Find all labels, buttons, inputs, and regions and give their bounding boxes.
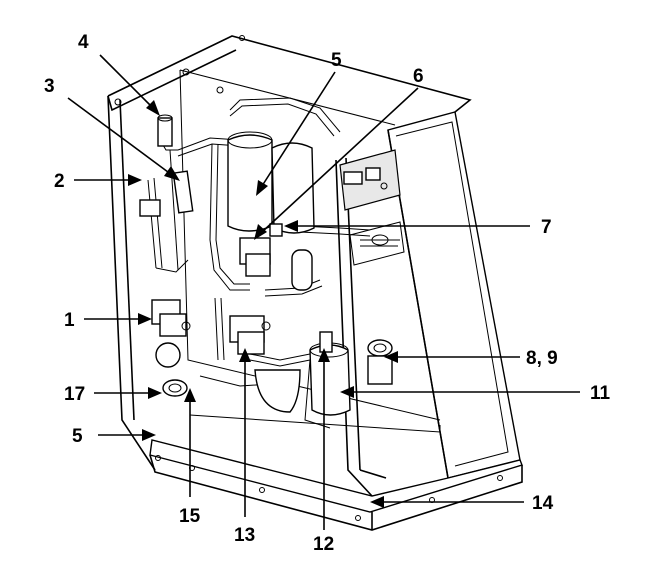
callout-7: 7: [541, 217, 552, 238]
callout-11: 11: [590, 383, 611, 404]
callout-8-9: 8, 9: [526, 348, 558, 369]
left-panel-components: [139, 114, 194, 397]
arrowhead-7: [284, 220, 298, 232]
arrowhead-13: [239, 348, 251, 362]
arrowhead-11: [340, 386, 354, 398]
arrowhead-4: [146, 100, 160, 116]
arrowhead-17: [148, 387, 162, 399]
arrowhead-3: [164, 166, 180, 181]
callout-12: 12: [313, 534, 334, 555]
cabinet-frame: [107, 35, 523, 531]
callout-14: 14: [532, 493, 554, 514]
pointer-5-top: [261, 71, 336, 187]
callout-5-left: 5: [72, 426, 83, 447]
pointer-6: [261, 87, 419, 233]
pointer-4: [99, 54, 156, 111]
pointers: [67, 54, 580, 530]
callout-4: 4: [78, 32, 89, 53]
arrowhead-8-9: [384, 351, 398, 363]
arrowhead-5-left: [142, 429, 156, 441]
arrowhead-5-top: [256, 180, 268, 196]
arrowhead-15: [184, 388, 196, 402]
pointer-3: [67, 97, 173, 176]
callout-5-top: 5: [331, 50, 342, 71]
callout-15: 15: [179, 506, 201, 527]
callout-17: 17: [64, 384, 85, 405]
vessels: [227, 131, 351, 416]
arrowhead-14: [370, 496, 384, 508]
valves: [229, 223, 393, 385]
callout-labels: 4 3 2 5 6 7 1 8, 9 17 11 5 15 13 12 14: [44, 32, 611, 555]
callout-13: 13: [234, 525, 255, 546]
arrowhead-12: [318, 348, 330, 362]
callout-2: 2: [54, 171, 65, 192]
callout-6: 6: [413, 66, 424, 87]
arrowhead-2: [128, 174, 142, 186]
callout-3: 3: [44, 76, 55, 97]
callout-1: 1: [64, 310, 75, 331]
arrowhead-6: [254, 224, 267, 240]
control-box: [339, 149, 405, 266]
arrowhead-1: [138, 313, 152, 325]
